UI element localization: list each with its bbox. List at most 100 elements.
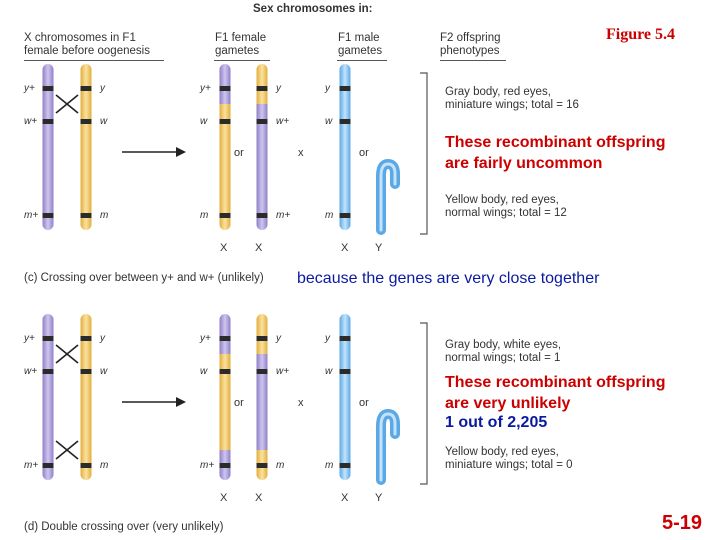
label-m: m <box>276 460 284 471</box>
male-y-chromosome <box>381 414 395 480</box>
chromosome-segment <box>220 314 231 354</box>
gene-band <box>43 369 54 374</box>
caption-d: (d) Double crossing over (very unlikely) <box>24 521 223 533</box>
label-y: y <box>276 83 281 94</box>
top-title: Sex chromosomes in: <box>253 3 373 16</box>
underline <box>24 60 164 61</box>
y-chromosome-label: Y <box>375 492 382 504</box>
label-y-plus: y+ <box>24 333 35 344</box>
label-w-plus: w+ <box>24 366 37 377</box>
chromosome-segment <box>257 64 268 104</box>
gene-band <box>340 86 351 91</box>
label-y: y <box>100 83 105 94</box>
label-y-plus: y+ <box>24 83 35 94</box>
arrow-head <box>176 147 186 157</box>
caption-c: (c) Crossing over between y+ and w+ (unl… <box>24 272 264 284</box>
or-label: or <box>234 147 244 159</box>
arrow-head <box>176 397 186 407</box>
gene-band <box>257 336 268 341</box>
male-x-chromosome <box>340 314 351 480</box>
gene-band <box>340 119 351 124</box>
gene-band <box>220 336 231 341</box>
x-chromosome-label: X <box>341 242 348 254</box>
f1-chromosome-yellow <box>81 64 92 230</box>
gene-band <box>220 119 231 124</box>
f1-chromosome-yellow <box>81 314 92 480</box>
male-x-chromosome <box>340 64 351 230</box>
gene-band <box>257 369 268 374</box>
gamete-chromosome-recombinant <box>257 314 268 480</box>
f1-chromosome-purple <box>43 314 54 480</box>
or-label: or <box>234 397 244 409</box>
label-m-plus: m+ <box>24 460 38 471</box>
label-w: w <box>325 366 332 377</box>
phenotype-d-2: Yellow body, red eyes,miniature wings; t… <box>445 446 573 472</box>
gene-band <box>81 213 92 218</box>
gene-band <box>81 336 92 341</box>
label-y: y <box>100 333 105 344</box>
f1-chromosome-purple <box>43 64 54 230</box>
gamete-chromosome-recombinant <box>257 64 268 230</box>
y-chromosome-label: Y <box>375 242 382 254</box>
gene-band <box>43 119 54 124</box>
gene-band <box>257 463 268 468</box>
label-m: m <box>100 460 108 471</box>
gene-band <box>81 369 92 374</box>
gene-band <box>81 119 92 124</box>
gene-band <box>43 336 54 341</box>
or-label: or <box>359 397 369 409</box>
gene-band <box>340 369 351 374</box>
label-m-plus: m+ <box>24 210 38 221</box>
label-w: w <box>100 116 107 127</box>
label-y: y <box>325 83 330 94</box>
gene-band <box>220 86 231 91</box>
gene-band <box>340 336 351 341</box>
label-w-plus: w+ <box>276 116 289 127</box>
chromosome-segment <box>257 354 268 450</box>
label-y-plus: y+ <box>200 333 211 344</box>
label-w: w <box>100 366 107 377</box>
odds-note: 1 out of 2,205 <box>445 414 547 432</box>
chromosome-segment <box>220 354 231 450</box>
label-w: w <box>200 116 207 127</box>
chromosome-segment <box>257 314 268 354</box>
phenotype-c-2: Yellow body, red eyes,normal wings; tota… <box>445 194 567 220</box>
label-y: y <box>325 333 330 344</box>
male-y-chromosome <box>381 164 395 230</box>
chromosome-segment <box>220 64 231 104</box>
gene-band <box>340 213 351 218</box>
gene-band <box>81 86 92 91</box>
gene-band <box>257 213 268 218</box>
gene-band <box>220 369 231 374</box>
label-y: y <box>276 333 281 344</box>
figure-label: Figure 5.4 <box>606 26 675 44</box>
gene-band <box>43 86 54 91</box>
phenotype-c-1: Gray body, red eyes,miniature wings; tot… <box>445 86 579 112</box>
underline <box>214 60 270 61</box>
header-f1-female: X chromosomes in F1female before oogenes… <box>24 32 150 58</box>
or-label: or <box>359 147 369 159</box>
label-w-plus: w+ <box>276 366 289 377</box>
slide-number: 5-19 <box>662 512 702 535</box>
gamete-chromosome-recombinant <box>220 314 231 480</box>
gene-band <box>43 463 54 468</box>
x-chromosome-label: X <box>341 492 348 504</box>
gene-band <box>220 213 231 218</box>
label-w-plus: w+ <box>24 116 37 127</box>
label-y-plus: y+ <box>200 83 211 94</box>
underline <box>440 60 506 61</box>
cross-symbol: x <box>298 397 304 409</box>
label-m: m <box>325 210 333 221</box>
label-m: m <box>100 210 108 221</box>
x-chromosome-label: X <box>220 492 227 504</box>
x-chromosome-label: X <box>255 242 262 254</box>
gene-band <box>257 86 268 91</box>
gene-band <box>340 463 351 468</box>
underline <box>337 60 387 61</box>
phenotype-bracket <box>420 323 427 484</box>
gene-band <box>43 213 54 218</box>
label-m-plus: m+ <box>200 460 214 471</box>
